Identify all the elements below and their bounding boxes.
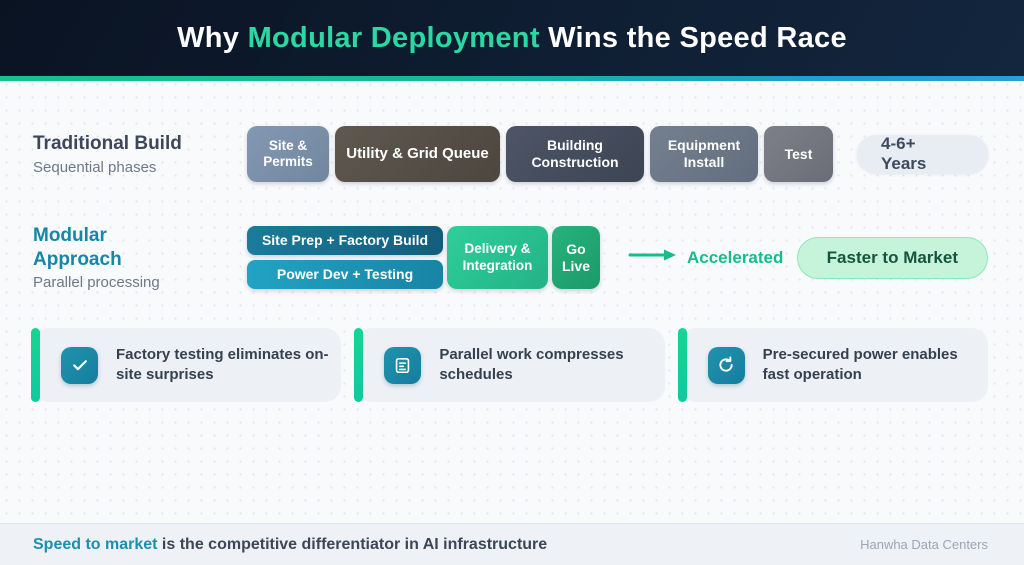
benefit-card-parallel-work: Parallel work compresses schedules <box>354 328 665 402</box>
traditional-phases: Site & Permits Utility & Grid Queue Buil… <box>247 126 833 182</box>
benefit-card-pre-secured-power: Pre-secured power enables fast operation <box>677 328 988 402</box>
title-suffix: Wins the Speed Race <box>539 21 847 54</box>
traditional-title: Traditional Build <box>33 133 182 155</box>
phase-equipment-install: Equipment Install <box>650 126 758 182</box>
benefits-row: Factory testing eliminates on-site surpr… <box>31 328 988 402</box>
duration-badge: 4-6+ Years <box>857 134 988 173</box>
modular-row: Modular Approach Parallel processing Sit… <box>33 224 988 292</box>
traditional-label: Traditional Build Sequential phases <box>33 126 247 182</box>
footer-tagline: Speed to market is the competitive diffe… <box>33 536 547 554</box>
phase-power-dev-testing: Power Dev + Testing <box>247 260 443 289</box>
benefit-text: Pre-secured power enables fast operation <box>762 345 958 383</box>
page-title: Why Modular Deployment Wins the Speed Ra… <box>177 22 847 55</box>
benefit-text: Parallel work compresses schedules <box>439 345 624 383</box>
modular-label: Modular Approach Parallel processing <box>33 224 247 292</box>
card-accent-bar <box>31 328 40 402</box>
main-content: Traditional Build Sequential phases Site… <box>0 126 1024 292</box>
footer-highlight: Speed to market <box>33 535 158 553</box>
card-accent-bar <box>677 328 687 402</box>
traditional-row: Traditional Build Sequential phases Site… <box>33 126 988 182</box>
title-prefix: Why <box>177 21 248 54</box>
phase-building-construction: Building Construction <box>506 126 644 182</box>
phase-utility-grid-queue: Utility & Grid Queue <box>335 126 500 182</box>
phase-site-prep-factory-build: Site Prep + Factory Build <box>247 226 443 255</box>
footer-rest: is the competitive differentiator in AI … <box>157 535 548 553</box>
sync-icon <box>707 346 745 384</box>
title-highlight: Modular Deployment <box>247 21 540 54</box>
phase-delivery-integration: Delivery & Integration <box>447 226 548 289</box>
modular-title: Modular Approach <box>33 224 122 270</box>
footer: Speed to market is the competitive diffe… <box>0 523 1024 565</box>
phase-test: Test <box>764 126 833 182</box>
traditional-subtitle: Sequential phases <box>33 158 157 176</box>
phase-site-permits: Site & Permits <box>247 126 329 182</box>
header-accent-bar <box>0 76 1024 81</box>
benefit-card-factory-testing: Factory testing eliminates on-site surpr… <box>31 328 342 402</box>
accelerated-label: Accelerated <box>687 247 784 267</box>
right-arrow-icon <box>628 248 678 267</box>
modular-subtitle: Parallel processing <box>33 274 160 292</box>
header: Why Modular Deployment Wins the Speed Ra… <box>0 0 1024 76</box>
accelerated-indicator: Accelerated <box>628 226 783 289</box>
brand-name: Hanwha Data Centers <box>860 537 988 552</box>
benefit-text: Factory testing eliminates on-site surpr… <box>116 345 329 383</box>
card-accent-bar <box>354 328 364 402</box>
document-icon <box>384 346 422 384</box>
phase-go-live: Go Live <box>552 226 600 289</box>
result-badge: Faster to Market <box>796 236 988 279</box>
check-icon <box>61 346 98 384</box>
modular-parallel-phases: Site Prep + Factory Build Power Dev + Te… <box>247 226 443 289</box>
